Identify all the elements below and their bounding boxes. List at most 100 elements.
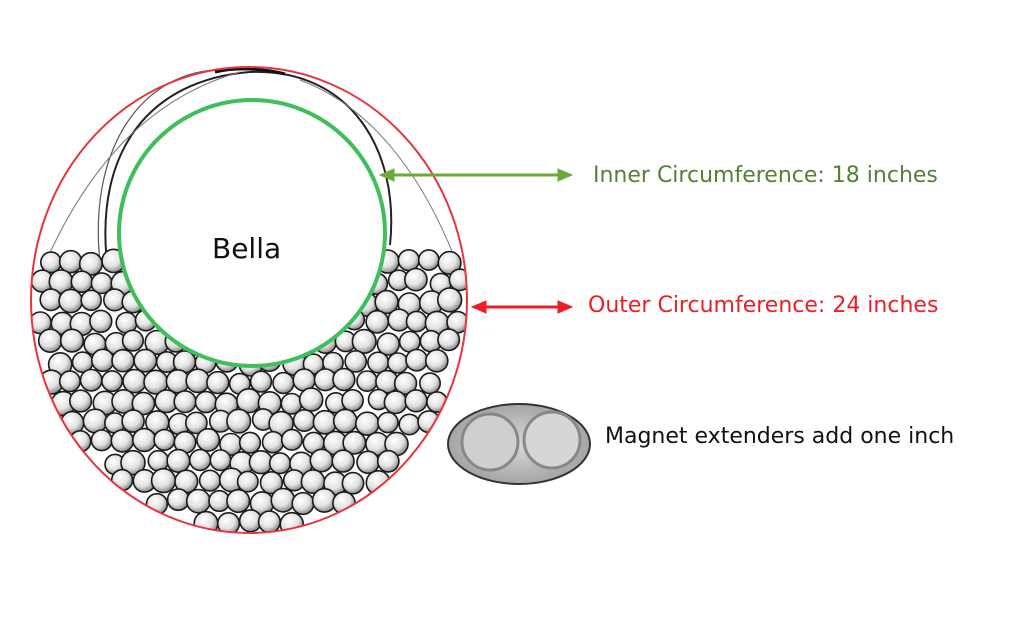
bead: [437, 250, 462, 275]
bead: [209, 449, 232, 472]
bead: [193, 510, 219, 533]
bead: [120, 449, 146, 476]
bead: [417, 249, 440, 271]
bead: [39, 251, 62, 274]
bead: [387, 352, 409, 374]
bead: [354, 411, 380, 437]
bead: [365, 470, 391, 496]
bead: [341, 388, 365, 412]
bead: [405, 310, 428, 333]
bead: [261, 430, 285, 454]
inner-circumference-label: Inner Circumference: 18 inches: [593, 163, 938, 188]
bead: [70, 270, 94, 294]
bead: [367, 351, 390, 374]
bead: [376, 411, 399, 434]
bead: [292, 408, 316, 432]
bead: [185, 488, 211, 514]
bead: [194, 390, 218, 414]
bead: [206, 370, 230, 395]
bead: [80, 289, 102, 312]
bead: [90, 429, 113, 452]
outer-circumference-label: Outer Circumference: 24 inches: [588, 293, 939, 318]
bead: [68, 389, 93, 413]
necklace-cord-illustration: [39, 67, 461, 276]
bead: [249, 370, 273, 393]
bead: [121, 409, 145, 433]
bead: [131, 391, 156, 416]
bead: [291, 491, 315, 516]
bead: [268, 452, 292, 475]
bead: [166, 448, 191, 474]
bead: [173, 390, 197, 414]
magnet-extender-icon: [447, 403, 591, 485]
bead: [365, 309, 390, 334]
bead: [58, 288, 84, 314]
bead: [58, 370, 81, 393]
bead: [341, 471, 365, 495]
bead: [153, 428, 176, 452]
bead: [150, 467, 177, 494]
bead: [166, 488, 190, 512]
bead: [257, 510, 282, 533]
bead: [121, 329, 144, 352]
bead: [398, 413, 421, 436]
bead: [59, 328, 85, 353]
bead: [198, 469, 221, 492]
bead: [248, 450, 274, 475]
bead: [383, 390, 408, 415]
bead: [196, 427, 221, 452]
bead: [344, 349, 368, 373]
bead: [332, 367, 356, 392]
bead: [270, 487, 296, 513]
bead: [298, 387, 324, 412]
bead: [424, 348, 449, 373]
bead: [101, 370, 124, 393]
center-label: Bella: [212, 232, 282, 265]
bead: [89, 309, 113, 333]
bead: [356, 370, 379, 393]
bead: [280, 428, 303, 451]
bead: [279, 511, 305, 533]
bead: [132, 427, 157, 453]
bead: [226, 408, 252, 434]
bead: [403, 267, 428, 292]
magnet-extender-label: Magnet extenders add one inch: [605, 424, 955, 449]
outer-circumference-arrow: [470, 300, 574, 314]
bead: [332, 408, 358, 434]
bead: [110, 468, 134, 492]
bead: [376, 449, 400, 473]
bead: [82, 408, 108, 434]
inner-space: [119, 100, 385, 366]
bead: [356, 450, 380, 475]
bead: [147, 449, 170, 472]
bead: [393, 371, 418, 396]
bead: [259, 471, 284, 495]
bead: [91, 348, 115, 373]
bead: [122, 368, 148, 394]
bead: [397, 249, 420, 272]
bead: [238, 431, 262, 454]
bead: [417, 410, 441, 434]
inner-circumference-circle: [117, 98, 387, 368]
bead: [226, 488, 251, 514]
bead: [404, 389, 428, 413]
bead: [331, 449, 355, 473]
bead: [236, 470, 259, 493]
bead: [111, 348, 135, 373]
bead: [79, 368, 103, 392]
bead: [188, 448, 212, 472]
bead: [110, 429, 135, 453]
bead: [405, 348, 429, 372]
bead: [418, 372, 441, 395]
bead: [437, 287, 463, 313]
bead: [184, 411, 208, 435]
bead: [437, 328, 461, 352]
bead: [351, 328, 377, 355]
inner-circumference-arrow: [378, 168, 574, 182]
outer-circumference-circle: [30, 66, 468, 534]
bead: [272, 371, 295, 395]
bead: [133, 348, 158, 373]
bead: [309, 448, 334, 473]
